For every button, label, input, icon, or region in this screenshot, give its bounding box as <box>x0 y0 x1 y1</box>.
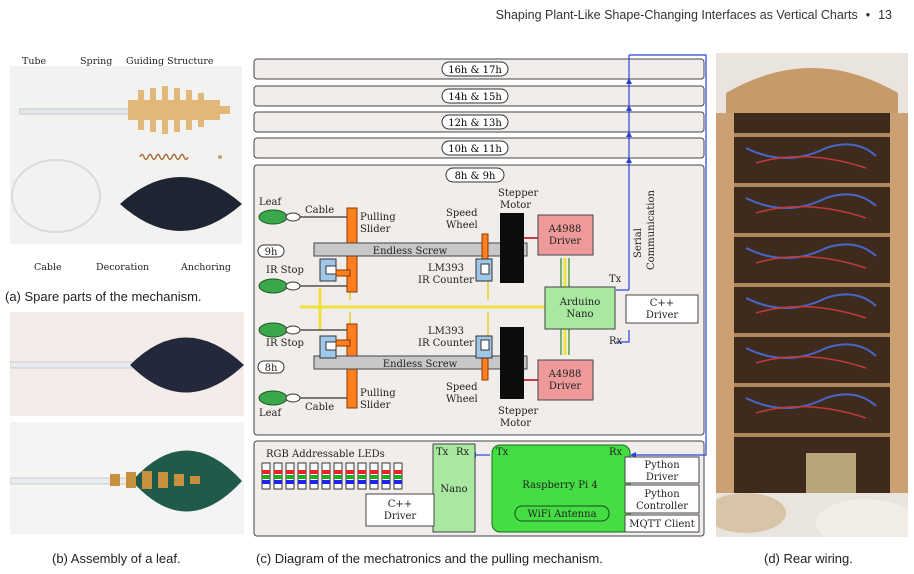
text-rx-top: Rx <box>609 336 623 347</box>
running-header: Shaping Plant-Like Shape-Changing Interf… <box>495 8 892 22</box>
led-strip <box>261 462 403 490</box>
text-pulling-top-1: Pulling <box>360 212 396 223</box>
text-ir-stop-top: IR Stop <box>266 265 304 276</box>
text-mqtt: MQTT Client <box>629 519 695 530</box>
text-communication: Communication <box>646 189 657 270</box>
text-stepper-bot-1: Stepper <box>498 406 539 417</box>
text-a4988-top-1: A4988 <box>548 224 582 235</box>
text-python-controller-2: Controller <box>636 501 688 512</box>
text-rgb-leds: RGB Addressable LEDs <box>266 449 385 460</box>
text-python-controller-1: Python <box>644 489 680 500</box>
text-endless-screw-top: Endless Screw <box>373 246 448 257</box>
text-python-driver-1: Python <box>644 460 680 471</box>
text-cable-top: Cable <box>305 205 334 216</box>
label-cable: Cable <box>34 262 62 273</box>
floor-16-17: 16h & 17h <box>448 65 502 76</box>
text-cpp-driver2-1: C++ <box>388 499 412 510</box>
text-endless-screw-bot: Endless Screw <box>383 359 458 370</box>
text-stepper-top-2: Motor <box>500 200 531 211</box>
power-lines <box>300 258 567 355</box>
upper-mechanism <box>258 207 594 294</box>
text-speed-bot-2: Wheel <box>446 394 478 405</box>
text-lm393-top-2: IR Counter <box>418 275 474 286</box>
text-tx-top: Tx <box>609 274 622 285</box>
floor-10-11: 10h & 11h <box>448 144 502 155</box>
text-nano: Nano <box>440 484 467 495</box>
paper-title: Shaping Plant-Like Shape-Changing Interf… <box>495 8 858 22</box>
arduino-box <box>544 286 616 330</box>
rear-wiring-drawing <box>716 68 908 537</box>
text-stepper-bot-2: Motor <box>500 418 531 429</box>
spare-parts-drawing <box>11 86 242 233</box>
serial-bus-line <box>476 54 707 456</box>
text-nano-rx: Rx <box>456 447 470 458</box>
page-number: 13 <box>878 8 892 22</box>
text-9h: 9h <box>265 247 278 258</box>
text-python-driver-2: Driver <box>646 472 679 483</box>
photo-leaf-bottom <box>10 422 244 534</box>
text-rpi-rx: Rx <box>609 447 623 458</box>
photo-spare-parts <box>10 66 242 244</box>
caption-d: (d) Rear wiring. <box>764 551 853 566</box>
caption-c: (c) Diagram of the mechatronics and the … <box>256 551 603 566</box>
text-stepper-top-1: Stepper <box>498 188 539 199</box>
text-speed-top-1: Speed <box>446 208 478 219</box>
label-guiding-structure: Guiding Structure <box>126 56 214 67</box>
text-leaf-top: Leaf <box>259 197 283 208</box>
text-rpi: Raspberry Pi 4 <box>522 480 597 491</box>
text-pulling-bot-2: Slider <box>360 400 391 411</box>
text-lm393-top-1: LM393 <box>428 263 464 274</box>
floor-label-pills <box>441 61 509 183</box>
text-rpi-tx: Tx <box>496 447 509 458</box>
photo-rear-wiring <box>716 53 908 537</box>
photo-leaf-top <box>10 312 244 416</box>
text-pulling-bot-1: Pulling <box>360 388 396 399</box>
text-cpp-driver2-2: Driver <box>384 511 417 522</box>
text-cpp-driver-2: Driver <box>646 310 679 321</box>
label-tube: Tube <box>22 56 47 67</box>
floor-12-13: 12h & 13h <box>448 118 502 129</box>
text-lm393-bot-1: LM393 <box>428 326 464 337</box>
text-serial: Serial <box>633 228 644 258</box>
caption-b: (b) Assembly of a leaf. <box>52 551 181 566</box>
nano-box <box>432 443 476 533</box>
python-controller-box <box>624 484 700 514</box>
text-8h: 8h <box>265 363 278 374</box>
leaf-bottom-drawing <box>10 450 242 512</box>
label-anchoring: Anchoring <box>181 262 231 273</box>
floor-8-9: 8h & 9h <box>455 171 496 182</box>
label-decoration: Decoration <box>96 262 150 273</box>
text-wifi: WiFi Antenna <box>527 509 596 520</box>
text-cpp-driver-1: C++ <box>650 298 674 309</box>
label-spring: Spring <box>80 56 113 67</box>
python-driver-box <box>624 456 700 484</box>
leaf-top-drawing <box>10 337 244 393</box>
caption-a: (a) Spare parts of the mechanism. <box>5 289 202 304</box>
text-lm393-bot-2: IR Counter <box>418 338 474 349</box>
lower-mechanism <box>258 322 594 409</box>
text-a4988-top-2: Driver <box>549 236 582 247</box>
mqtt-box <box>624 514 700 533</box>
text-nano-tx: Tx <box>436 447 449 458</box>
floor-14-15: 14h & 15h <box>448 92 502 103</box>
cpp-driver-box-2 <box>365 493 435 527</box>
text-cable-bot: Cable <box>305 402 334 413</box>
text-a4988-bot-1: A4988 <box>548 369 582 380</box>
text-pulling-top-2: Slider <box>360 224 391 235</box>
text-ir-stop-bot: IR Stop <box>266 338 304 349</box>
text-speed-bot-1: Speed <box>446 382 478 393</box>
text-leaf-bot: Leaf <box>259 408 283 419</box>
wifi-antenna-pill <box>514 505 610 522</box>
text-speed-top-2: Wheel <box>446 220 478 231</box>
text-a4988-bot-2: Driver <box>549 381 582 392</box>
text-arduino-1: Arduino <box>559 297 601 308</box>
text-arduino-2: Nano <box>566 309 593 320</box>
cpp-driver-box <box>625 294 699 324</box>
